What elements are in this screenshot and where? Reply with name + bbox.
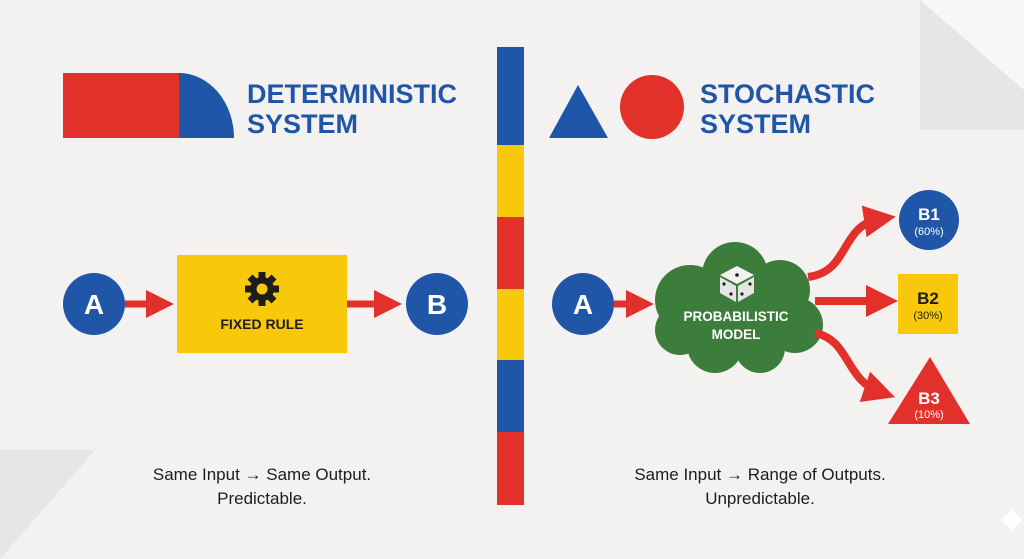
- output-label: B: [427, 289, 447, 320]
- outcome-b3-prob: (10%): [914, 409, 943, 421]
- corner-decoration: [0, 450, 95, 559]
- gear-icon: [245, 272, 279, 306]
- red-circle: [620, 75, 684, 139]
- arrow-to-b3: [813, 329, 896, 402]
- right-title-line1: STOCHASTIC: [700, 79, 875, 109]
- outcome-b1-node: [899, 190, 959, 250]
- model-label-line2: MODEL: [712, 327, 761, 342]
- outcome-b2-node: [898, 274, 958, 334]
- left-caption-line1: Same Input → Same Output.: [153, 465, 371, 484]
- model-label-line1: PROBABILISTIC: [683, 309, 788, 324]
- outcome-b2-prob: (30%): [913, 310, 942, 322]
- right-caption-line2: Unpredictable.: [705, 489, 815, 508]
- outcome-b2-label: B2: [917, 289, 939, 308]
- outcome-b1-prob: (60%): [914, 226, 943, 238]
- divider-bar: [497, 47, 524, 505]
- left-title-line2: SYSTEM: [247, 109, 358, 139]
- red-rectangle: [63, 73, 179, 138]
- output-node-b: [406, 273, 468, 335]
- corner-decoration: [920, 0, 1024, 90]
- right-title-line2: SYSTEM: [700, 109, 811, 139]
- right-caption-line1: Same Input → Range of Outputs.: [634, 465, 885, 484]
- input-node-a: [552, 273, 614, 335]
- blue-quarter-circle: [179, 73, 234, 138]
- dice-icon: [720, 266, 754, 302]
- outcome-b3-node: [888, 357, 970, 424]
- arrow-to-b1: [807, 205, 896, 281]
- input-label: A: [84, 289, 104, 320]
- outcome-b1-label: B1: [918, 205, 940, 224]
- probabilistic-model-cloud: [655, 242, 823, 373]
- input-label: A: [573, 289, 593, 320]
- left-title-line1: DETERMINISTIC: [247, 79, 457, 109]
- fixed-rule-label: FIXED RULE: [220, 316, 303, 332]
- left-caption-line2: Predictable.: [217, 489, 307, 508]
- outcome-b3-label: B3: [918, 389, 940, 408]
- blue-triangle: [549, 85, 608, 138]
- input-node-a: [63, 273, 125, 335]
- sparkle-icon: [1000, 510, 1022, 530]
